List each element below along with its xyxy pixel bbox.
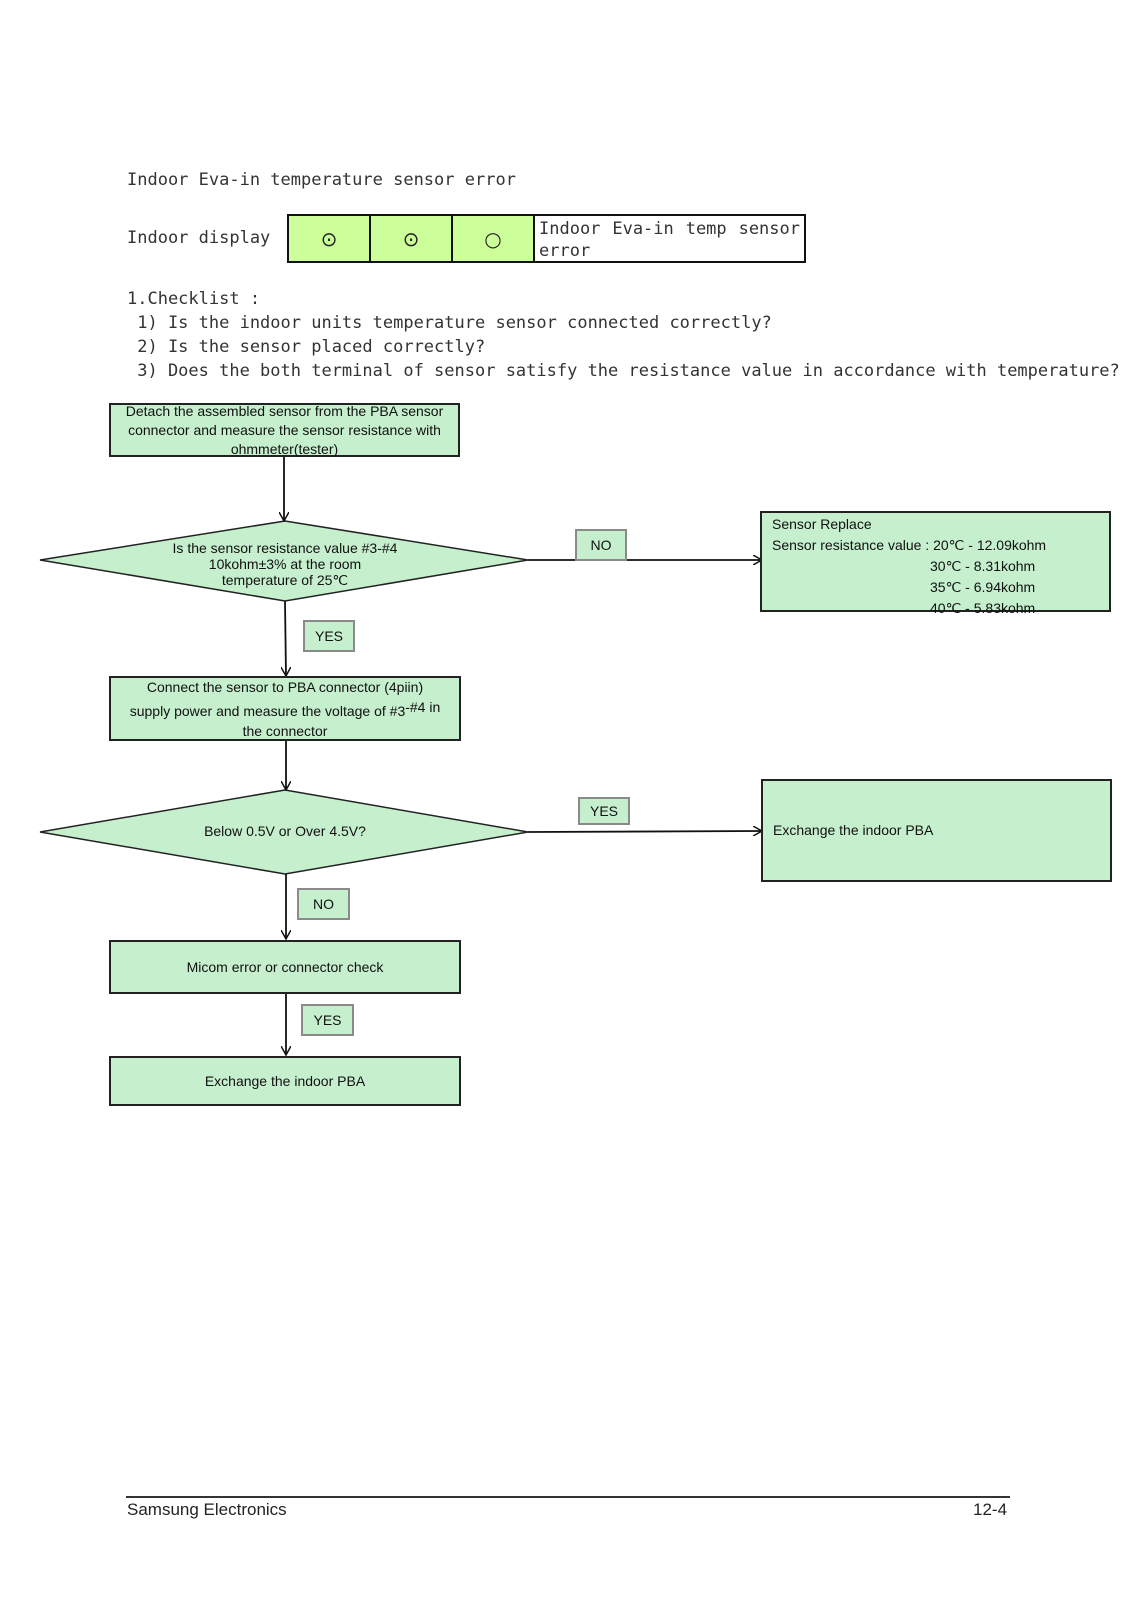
indicator-table: ⊙ ⊙ ○ Indoor Eva-in temp sensor error (287, 214, 806, 263)
no-label-1: NO (575, 529, 627, 561)
checklist-item-2: 2) Is the sensor placed correctly? (127, 337, 486, 357)
yes-label-2: YES (578, 797, 630, 825)
decision-1-line1: Is the sensor resistance value #3-#4 (172, 540, 398, 556)
step-2-line2-suffix: -#4 in (405, 698, 441, 715)
indicator-description-line1: Indoor Eva-in temp sensor (539, 219, 800, 239)
decision-2-text: Below 0.5V or Over 4.5V? (204, 823, 366, 839)
led-3-icon: ○ (453, 216, 535, 261)
step-2-box: Connect the sensor to PBA connector (4pi… (109, 676, 461, 741)
yes-label-1: YES (303, 620, 355, 652)
step-1-line2: connector and measure the sensor resista… (128, 421, 441, 438)
checklist-heading: 1.Checklist : (127, 289, 261, 309)
page-title: Indoor Eva-in temperature sensor error (127, 170, 516, 190)
no-label-2: NO (297, 888, 350, 920)
decision-1-line3: temperature of 25℃ (221, 572, 349, 588)
step-1-line3: ohmmeter(tester) (230, 440, 339, 457)
footer-page-number: 12-4 (973, 1500, 1008, 1519)
exchange-pba-box-right: Exchange the indoor PBA (761, 779, 1112, 882)
step-2-line2: supply power and measure the voltage of … (129, 702, 406, 719)
sensor-replace-title: Sensor Replace (772, 516, 872, 532)
footer-company: Samsung Electronics (127, 1500, 287, 1519)
yes-label-3: YES (301, 1004, 354, 1036)
decision-1-text: Is the sensor resistance value #3-#4 10k… (150, 540, 420, 588)
checklist-item-1: 1) Is the indoor units temperature senso… (127, 313, 772, 333)
arrow-decision2-yes (527, 831, 762, 832)
indicator-description: Indoor Eva-in temp sensor error (535, 216, 804, 261)
arrow-decision1-yes (285, 600, 286, 676)
sensor-resistance-value-4: 40℃ - 5.83kohm (930, 600, 1036, 616)
footer-rule (126, 1496, 1010, 1498)
indicator-description-line2: error (539, 241, 591, 261)
sensor-resistance-value-2: 30℃ - 8.31kohm (930, 558, 1036, 574)
checklist-item-3: 3) Does the both terminal of sensor sati… (127, 361, 1120, 381)
led-2-icon: ⊙ (371, 216, 453, 261)
led-1-icon: ⊙ (289, 216, 371, 261)
sensor-resistance-prefix: Sensor resistance value : (772, 537, 934, 553)
step-3-box: Micom error or connector check (109, 940, 461, 994)
step-2-line3: the connector (242, 722, 328, 739)
step-1-line1: Detach the assembled sensor from the PBA… (125, 402, 444, 419)
decision-1-line2: 10kohm±3% at the room (208, 556, 362, 572)
sensor-resistance-value-3: 35℃ - 6.94kohm (930, 579, 1036, 595)
step-4-box: Exchange the indoor PBA (109, 1056, 461, 1106)
sensor-resistance-value-1: 20℃ - 12.09kohm (933, 537, 1047, 553)
sensor-replace-box: Sensor Replace Sensor resistance value :… (760, 511, 1111, 616)
indoor-display-label: Indoor display (127, 228, 271, 248)
step-2-line1: Connect the sensor to PBA connector (4pi… (146, 678, 424, 695)
step-1-box: Detach the assembled sensor from the PBA… (109, 403, 460, 457)
